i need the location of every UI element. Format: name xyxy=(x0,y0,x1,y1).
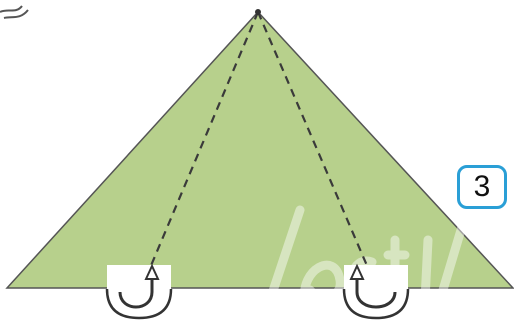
step-number: 3 xyxy=(474,170,491,204)
left-fold-tab xyxy=(107,265,171,318)
corner-sketch-icon xyxy=(0,6,28,18)
right-fold-tab xyxy=(344,265,408,318)
paper-triangle xyxy=(7,12,513,288)
apex-point xyxy=(255,9,261,15)
step-number-badge: 3 xyxy=(457,165,507,209)
